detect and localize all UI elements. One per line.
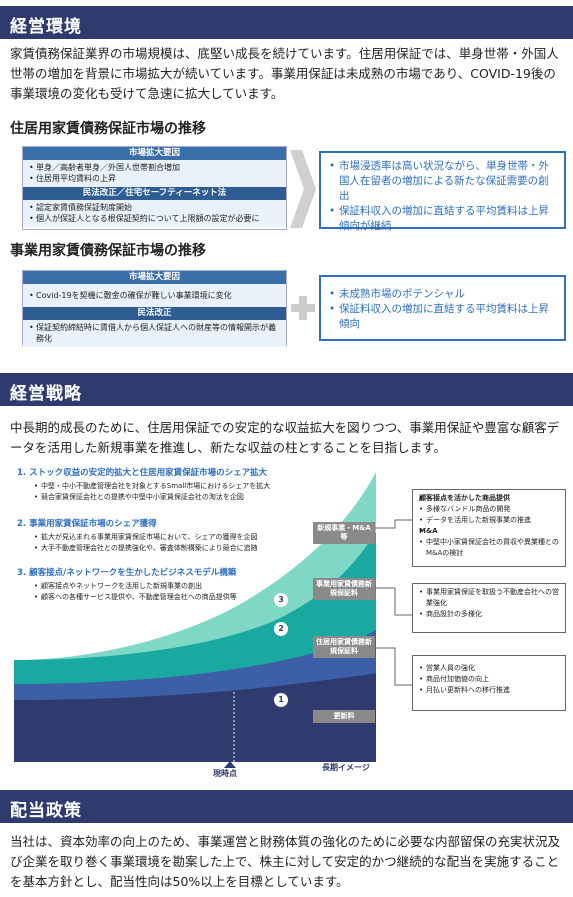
residential-law-item: 認定家賃債務保証制度開始 [29,202,280,213]
strategy-growth-chart [14,472,376,762]
section-heading-dividend: 配当政策 [0,790,573,823]
section-heading-environment: 経営環境 [0,6,573,39]
business-outcome: 未成熟市場のポテンシャル [329,287,556,302]
side-box-item: 事業用家賃保証を取扱う不動産会社への営業強化 [419,587,559,609]
strategy-point: 大手不動産管理会社との提携強化や、審査体制構築により競合に追随 [34,543,258,554]
strategy-item-points: 拡大が見込まれる事業用家賃保証市場において、シェアの獲得を企図 大手不動産管理会… [34,532,258,554]
business-factors-head: 市場拡大要因 [23,271,286,284]
business-law-item: 保証契約締結時に賃借人から個人保証人への財産等の情報開示が義務化 [29,322,280,344]
strategy-item-title: 2. 事業用家賃保証市場のシェア獲得 [17,519,157,529]
chart-box-renewal: 更新料 [313,710,375,723]
residential-factor: 単身／高齢者単身／外国人世帯割合増加 [29,162,280,173]
business-factor: Covid-19を契機に敷金の確保が難しい事業環境に変化 [29,290,280,301]
strategy-item-points: 顧客接点やネットワークを活用した新規事業の創出 顧客への各種サービス提供や、不動… [34,581,237,603]
strategy-point: 拡大が見込まれる事業用家賃保証市場において、シェアの獲得を企図 [34,532,258,543]
triangle-up-icon [224,761,236,768]
connector-lines [375,519,412,686]
strategy-intro: 中長期的成長のために、住居用保証での安定的な収益拡大を図りつつ、事業用保証や豊富… [10,420,560,455]
residential-outcome: 市場浸透率は高い状況ながら、単身世帯・外国人在留者の増加による新たな保証需要の創… [329,159,556,204]
arrow-right-icon [290,150,316,228]
dividend-text: 当社は、資本効率の向上のため、事業運営と財務体質の強化のために必要な内部留保の充… [10,834,561,889]
business-law-head: 民法改正 [23,307,286,320]
residential-law-head: 民法改正／住宅セーフティーネット法 [23,187,286,200]
side-box-item: 多様なバンドル商品の開発 [419,504,559,515]
side-box-new-business: 顧客接点を活かした商品提供 多様なバンドル商品の開発 データを活用した新規事業の… [412,489,566,567]
plus-icon [291,296,315,320]
chart-box-new-business: 新規事業・M&A等 [313,522,375,544]
x-axis-now: 現時点 [213,769,237,778]
chart-box-residential-guarantee: 住居用家賃債務新規保証料 [313,636,375,658]
business-title: 事業用家賃債務保証市場の推移 [10,243,206,259]
strategy-point: 競合家賃保証会社との提携や中堅中小家賃保証会社の淘汰を企図 [34,492,270,503]
chart-marker: 1 [274,693,288,707]
residential-law-item: 個人が保証人となる根保証契約について上限額の設定が必要に [29,213,280,224]
business-factors-panel: 市場拡大要因 Covid-19を契機に敷金の確保が難しい事業環境に変化 民法改正… [22,270,287,347]
residential-factor: 住居用平均賃料の上昇 [29,173,280,184]
residential-factors-panel: 市場拡大要因 単身／高齢者単身／外国人世帯割合増加 住居用平均賃料の上昇 民法改… [22,146,287,230]
x-axis-long-term: 長期イメージ [322,763,370,772]
side-box-business-guarantee: 事業用家賃保証を取扱う不動産会社への営業強化 商品設計の多様化 [412,583,566,633]
side-box-renewal: 営業人員の強化 商品付加価値の向上 月払い更新料への移行推進 [412,655,566,711]
side-box-head: M&A [419,526,559,537]
strategy-point: 顧客への各種サービス提供や、不動産管理会社への商品提供等 [34,592,237,603]
section-heading-strategy: 経営戦略 [0,373,573,406]
chart-marker: 3 [274,593,288,607]
business-outcomes: 未成熟市場のポテンシャル 保証料収入の増加に直結する平均賃料は上昇傾向 [319,275,566,341]
environment-intro: 家賃債務保証業界の市場規模は、底堅い成長を続けています。住居用保証では、単身世帯… [10,46,559,101]
strategy-point: 顧客接点やネットワークを活用した新規事業の創出 [34,581,237,592]
side-box-item: データを活用した新規事業の推進 [419,515,559,526]
residential-factors-head: 市場拡大要因 [23,147,286,160]
strategy-item-title: 1. ストック収益の安定的拡大と住居用家賃保証市場のシェア拡大 [17,468,268,478]
side-box-item: 商品設計の多様化 [419,609,559,620]
side-box-item: 商品付加価値の向上 [419,674,559,685]
strategy-point: 中堅・中小不動産管理会社を対象とするSmall市場におけるシェアを拡大 [34,481,270,492]
business-outcome: 保証料収入の増加に直結する平均賃料は上昇傾向 [329,302,556,332]
residential-title: 住居用家賃債務保証市場の推移 [10,121,206,137]
strategy-item-points: 中堅・中小不動産管理会社を対象とするSmall市場におけるシェアを拡大 競合家賃… [34,481,270,503]
residential-outcome: 保証料収入の増加に直結する平均賃料は上昇傾向が継続 [329,204,556,234]
side-box-item: 営業人員の強化 [419,663,559,674]
side-box-item: 中堅中小家賃保証会社の買収や異業種とのM&Aの検討 [419,537,559,559]
side-box-item: 月払い更新料への移行推進 [419,685,559,696]
strategy-item-title: 3. 顧客接点/ネットワークを生かしたビジネスモデル構築 [17,568,237,578]
residential-outcomes: 市場浸透率は高い状況ながら、単身世帯・外国人在留者の増加による新たな保証需要の創… [319,151,566,232]
chart-box-business-guarantee: 事業用家賃債務新規保証料 [313,578,375,600]
side-box-head: 顧客接点を活かした商品提供 [419,493,559,504]
chart-marker: 2 [274,622,288,636]
